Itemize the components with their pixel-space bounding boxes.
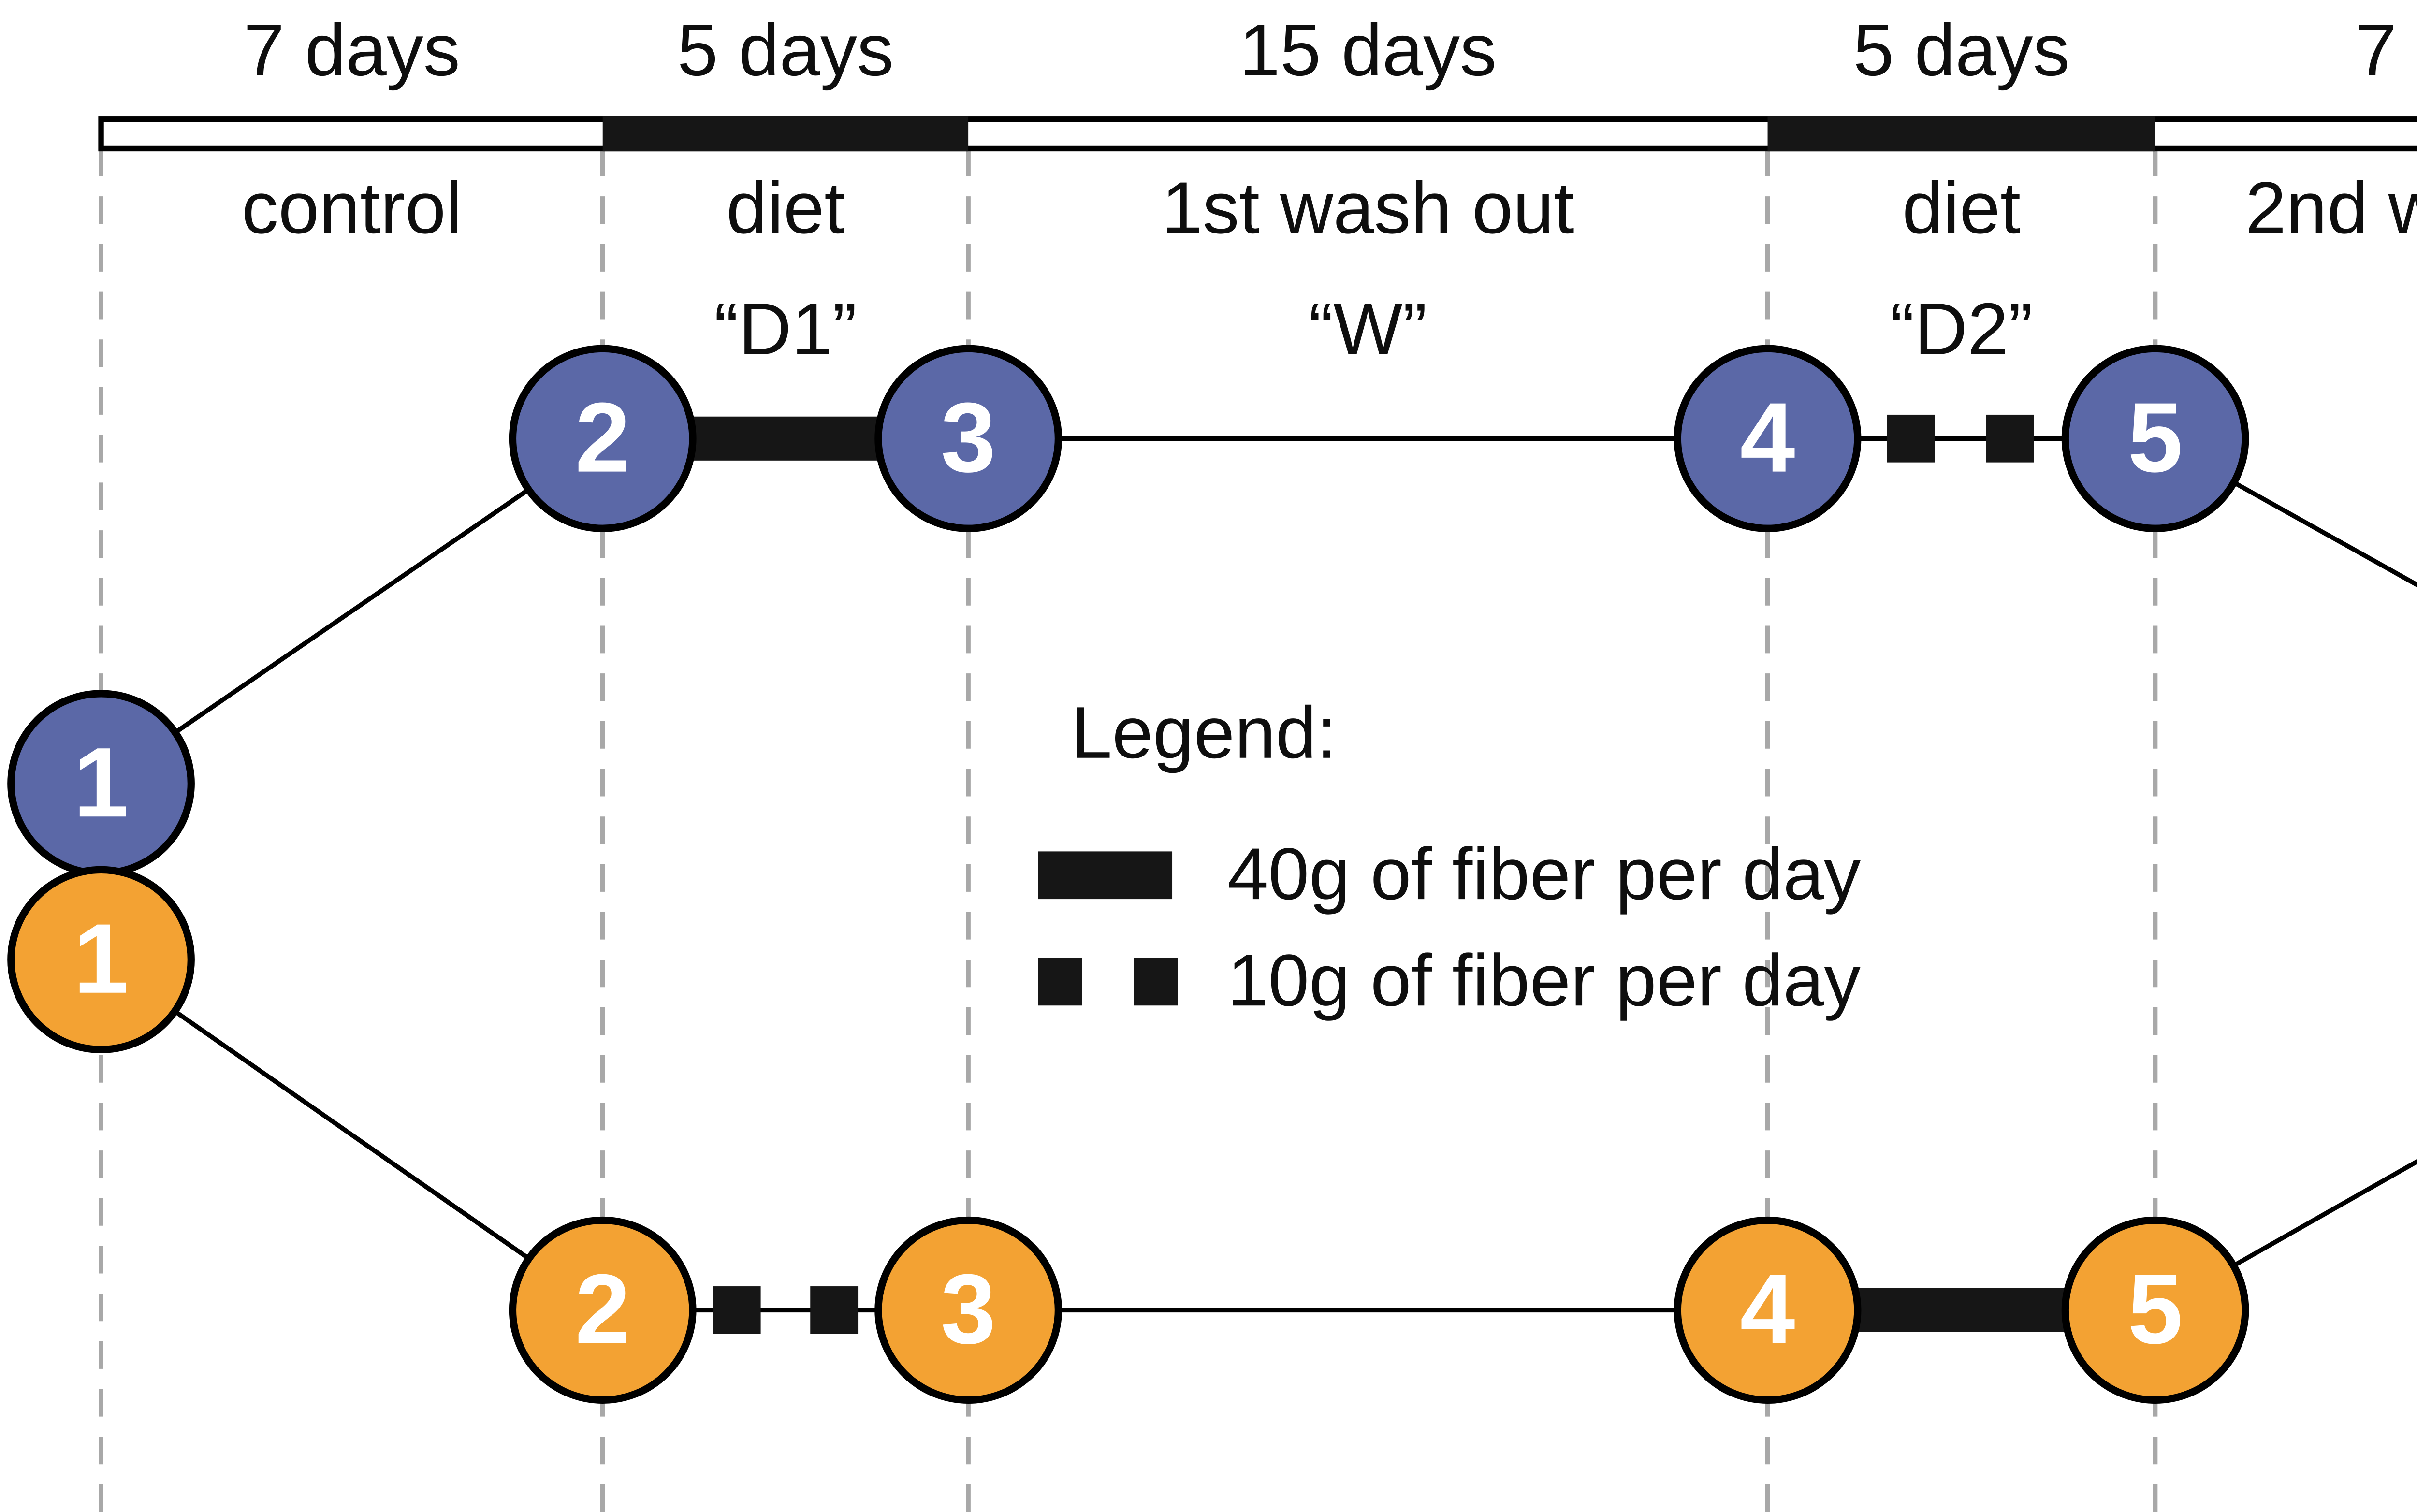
- two-squares-icon: [1134, 958, 1178, 1006]
- visit-circle-orange-5: [2061, 1216, 2249, 1404]
- duration-label: 5 days: [1853, 11, 2070, 92]
- phase-label: diet: [726, 169, 845, 250]
- visit-number-orange-5: 5: [2127, 1255, 2183, 1366]
- phase-label: diet: [1902, 169, 2021, 250]
- visit-circle-blue-3: [874, 345, 1062, 532]
- phase-code-label: “D1”: [714, 290, 857, 371]
- fiber-40g-bar-orange-4-5: [1832, 1288, 2095, 1332]
- phase-label: 2nd wash out: [2245, 169, 2417, 250]
- phase-label: control: [241, 169, 463, 250]
- connector-line-blue-5-6: [2154, 436, 2417, 588]
- connector-line-blue-1-2: [100, 436, 604, 785]
- visit-circle-orange-3: [874, 1216, 1062, 1404]
- visit-number-blue-4: 4: [1740, 383, 1795, 494]
- visit-number-blue-5: 5: [2127, 383, 2183, 494]
- visit-number-orange-4: 4: [1740, 1255, 1795, 1366]
- visit-circle-orange-2: [509, 1216, 697, 1404]
- visit-circle-orange-4: [1674, 1216, 1862, 1404]
- fiber-10g-square-orange-2-3: [810, 1286, 859, 1334]
- visit-number-blue-1: 1: [73, 728, 129, 839]
- solid-bar-icon: [1038, 851, 1173, 900]
- duration-label: 7 days: [243, 11, 460, 92]
- fiber-10g-square-blue-4-5: [1986, 414, 2034, 463]
- phase-code-label: “W”: [1309, 290, 1427, 371]
- visit-number-blue-2: 2: [575, 383, 630, 494]
- legend-item-label: 10g of fiber per day: [1227, 941, 1861, 1022]
- visit-circle-blue-2: [509, 345, 697, 532]
- two-squares-icon: [1038, 958, 1082, 1006]
- phase-code-label: “D2”: [1890, 290, 2033, 371]
- legend-title: Legend:: [1071, 693, 1337, 774]
- duration-label: 5 days: [677, 11, 894, 92]
- timeline-diet-segment-d2: [1767, 116, 2155, 152]
- fiber-40g-bar-blue-2-3: [667, 416, 908, 461]
- visit-number-orange-2: 2: [575, 1255, 630, 1366]
- visit-number-orange-3: 3: [940, 1255, 996, 1366]
- fiber-10g-square-orange-2-3: [713, 1286, 761, 1334]
- duration-label: 15 days: [1239, 11, 1497, 92]
- visit-circle-orange-1: [7, 866, 195, 1053]
- phase-label: 1st wash out: [1162, 169, 1574, 250]
- visit-number-orange-1: 1: [73, 904, 129, 1015]
- visit-circle-blue-4: [1674, 345, 1862, 532]
- visit-number-blue-3: 3: [940, 383, 996, 494]
- timeline-diet-segment-d1: [602, 116, 969, 152]
- connector-line-orange-5-6: [2154, 1159, 2417, 1312]
- visit-circle-blue-5: [2061, 345, 2249, 532]
- duration-label: 7 days: [2356, 11, 2417, 92]
- connector-line-orange-1-2: [100, 958, 604, 1312]
- legend-item-label: 40g of fiber per day: [1227, 835, 1861, 916]
- fiber-10g-square-blue-4-5: [1887, 414, 1935, 463]
